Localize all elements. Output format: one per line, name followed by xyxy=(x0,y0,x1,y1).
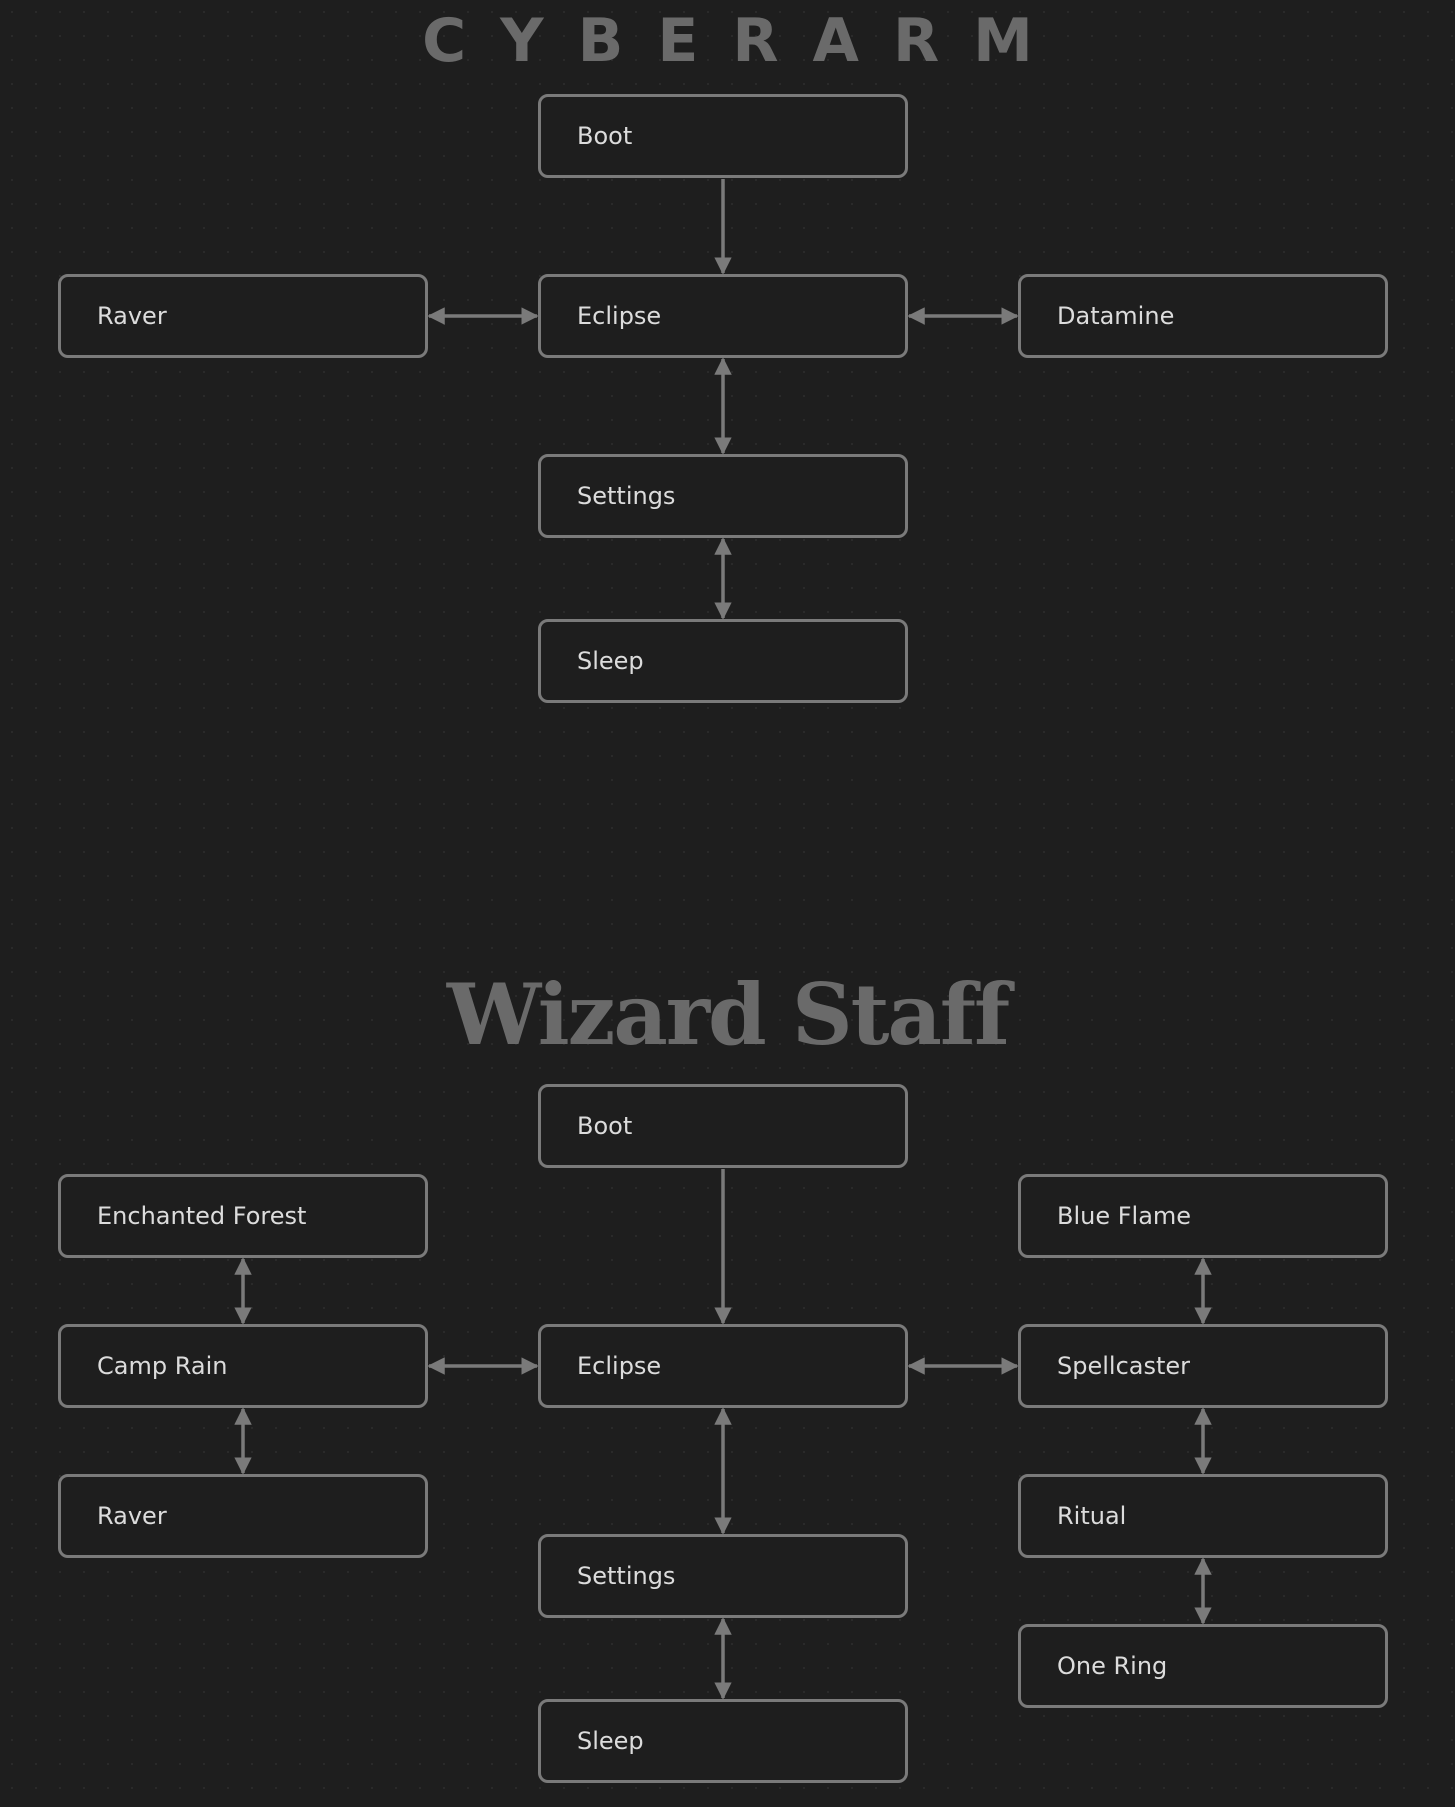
cyberarm-node-boot[interactable]: Boot xyxy=(538,94,908,178)
wizard-node-spellcaster[interactable]: Spellcaster xyxy=(1018,1324,1388,1408)
wizard-node-ritual[interactable]: Ritual xyxy=(1018,1474,1388,1558)
wizard-node-eclipse[interactable]: Eclipse xyxy=(538,1324,908,1408)
wizard-staff-title: Wizard Staff xyxy=(446,965,1010,1064)
wizard-node-raver[interactable]: Raver xyxy=(58,1474,428,1558)
wizard-node-camp-rain[interactable]: Camp Rain xyxy=(58,1324,428,1408)
wizard-node-enchanted-forest[interactable]: Enchanted Forest xyxy=(58,1174,428,1258)
cyberarm-node-raver[interactable]: Raver xyxy=(58,274,428,358)
cyberarm-node-datamine[interactable]: Datamine xyxy=(1018,274,1388,358)
cyberarm-node-eclipse[interactable]: Eclipse xyxy=(538,274,908,358)
wizard-node-boot[interactable]: Boot xyxy=(538,1084,908,1168)
cyberarm-node-settings[interactable]: Settings xyxy=(538,454,908,538)
wizard-node-sleep[interactable]: Sleep xyxy=(538,1699,908,1783)
wizard-node-settings[interactable]: Settings xyxy=(538,1534,908,1618)
wizard-node-one-ring[interactable]: One Ring xyxy=(1018,1624,1388,1708)
wizard-node-blue-flame[interactable]: Blue Flame xyxy=(1018,1174,1388,1258)
cyberarm-title: CYBERARM xyxy=(422,6,1067,76)
cyberarm-node-sleep[interactable]: Sleep xyxy=(538,619,908,703)
